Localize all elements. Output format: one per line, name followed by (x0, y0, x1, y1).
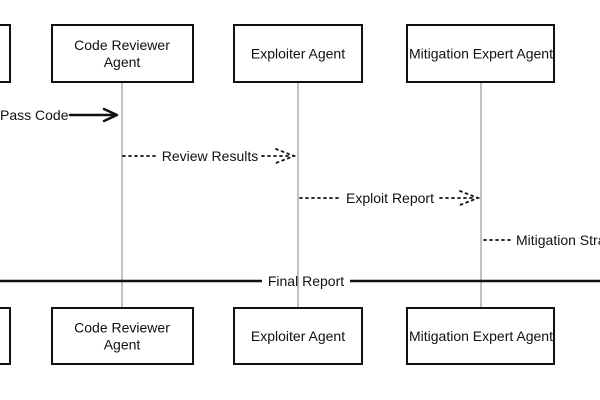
participant-box-exploiter-bottom: Exploiter Agent (233, 307, 363, 365)
participant-box-border (233, 307, 363, 365)
participant-box-left-bottom (0, 307, 11, 365)
participant-box-mitigation-top: Mitigation Expert Agent (406, 24, 555, 83)
message-arrow-pass-code (68, 107, 119, 123)
participant-box-border (0, 24, 11, 83)
participant-name: Exploiter Agent (251, 46, 345, 62)
message-label-exploit-report: Exploit Report (346, 190, 434, 206)
participant-name: Code Reviewer (74, 37, 170, 53)
message-arrow-review-results (122, 148, 297, 164)
participant-box-border (51, 24, 194, 83)
participant-name: Mitigation Expert Agent (409, 46, 553, 62)
participant-box-border (406, 24, 555, 83)
participant-name: Exploiter Agent (251, 328, 345, 344)
participant-box-left-top (0, 24, 11, 83)
message-arrow-exploit-report (299, 190, 481, 206)
participant-box-border (51, 307, 194, 365)
participant-box-border (0, 307, 11, 365)
message-label-mitigation-strategy: Mitigation Stra (516, 232, 600, 248)
participant-box-border (233, 24, 363, 83)
message-label-pass-code: Pass Code (0, 107, 69, 123)
participant-name: Mitigation Expert Agent (409, 328, 553, 344)
message-label-review-results: Review Results (162, 148, 258, 164)
participant-name: Code Reviewer (74, 320, 170, 336)
participant-name: Agent (104, 54, 141, 70)
participant-box-border (406, 307, 555, 365)
participant-box-exploiter-top: Exploiter Agent (233, 24, 363, 83)
participant-box-mitigation-bottom: Mitigation Expert Agent (406, 307, 555, 365)
participant-name: Agent (104, 337, 141, 353)
divider-label: Final Report (268, 273, 344, 289)
